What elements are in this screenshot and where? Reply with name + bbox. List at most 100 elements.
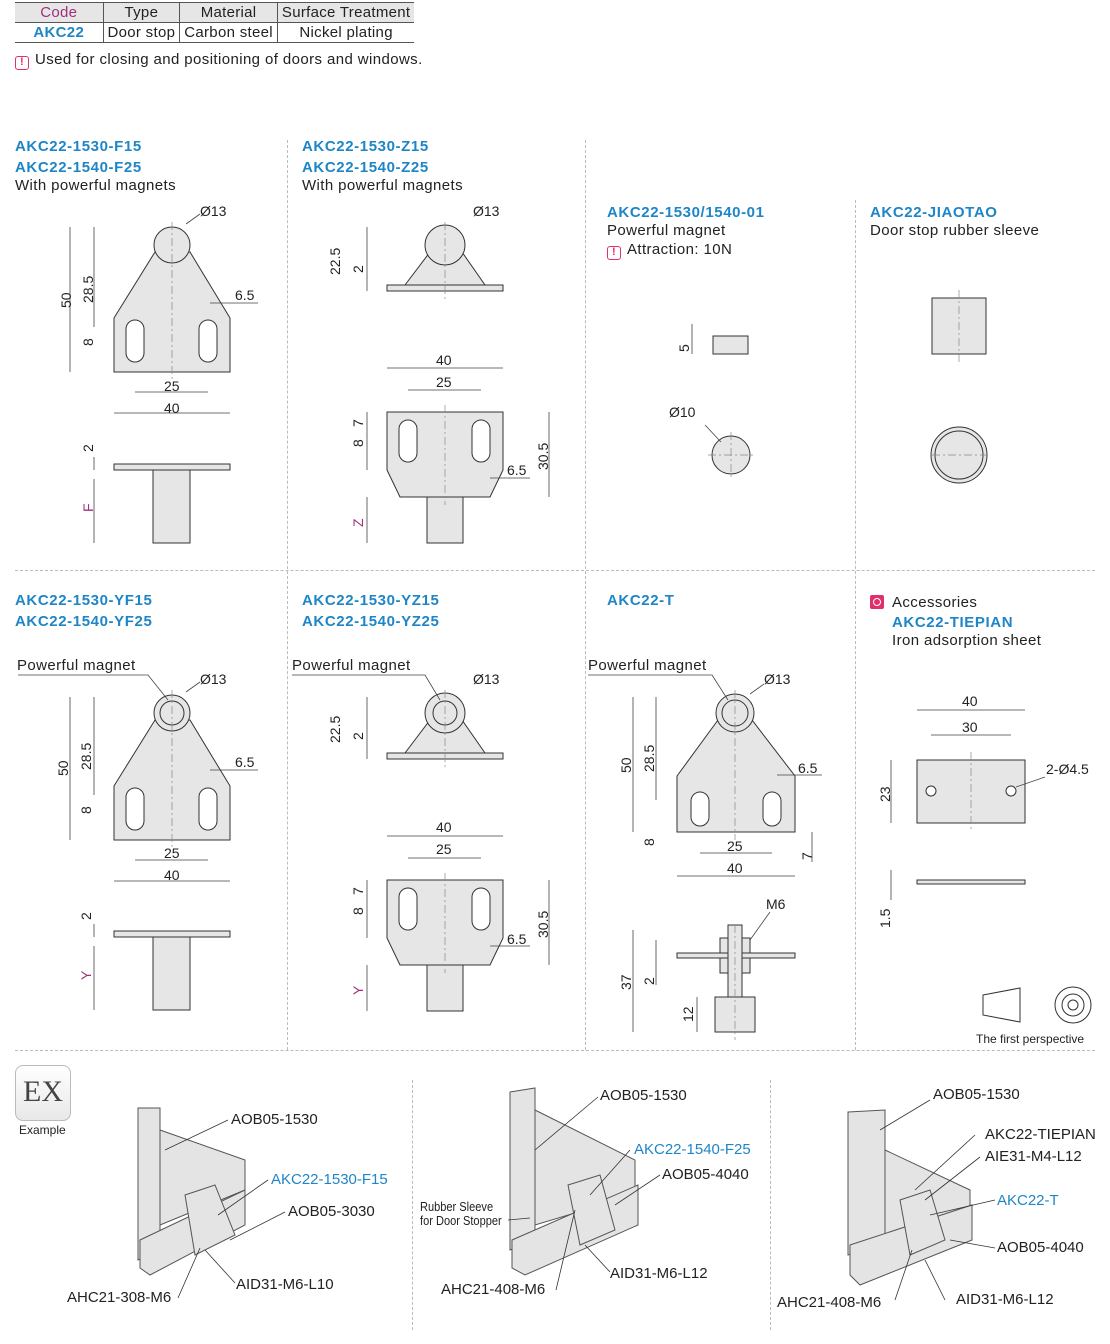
callout-label: AOB05-4040 <box>662 1166 749 1183</box>
cell-material: Carbon steel <box>179 22 278 43</box>
dim-label: Y <box>78 970 94 980</box>
part-code: AKC22-1530/1540-01 <box>607 204 765 221</box>
callout-label: AOB05-1530 <box>933 1086 1020 1103</box>
divider <box>855 200 856 1050</box>
dim-label: 8 <box>80 338 96 346</box>
dim-label: 8 <box>78 806 94 814</box>
dim-label: Ø13 <box>764 671 791 687</box>
dim-label: 30.5 <box>535 910 551 938</box>
part-desc: Iron adsorption sheet <box>892 632 1042 649</box>
divider <box>15 1050 1095 1051</box>
callout-label: AKC22-T <box>997 1192 1059 1209</box>
divider <box>770 1080 771 1330</box>
divider <box>287 140 288 1050</box>
attraction-text: Attraction: 10N <box>627 241 733 258</box>
dim-label: 50 <box>55 760 71 776</box>
part-code: AKC22-1540-YZ25 <box>302 613 440 630</box>
header-code: Code <box>15 2 104 23</box>
magnet-callout: Powerful magnet <box>292 657 411 674</box>
dim-label: 30 <box>962 719 978 735</box>
callout-label: AKC22-TIEPIAN <box>985 1126 1096 1143</box>
callout-label: AOB05-1530 <box>600 1087 687 1104</box>
accessories-heading: Accessories <box>870 594 977 611</box>
cell-code: AKC22 <box>15 22 104 43</box>
dim-label: Y <box>350 985 366 995</box>
dim-label: 25 <box>164 845 180 861</box>
dim-label: Ø13 <box>473 203 500 219</box>
callout-label: Rubber Sleeve <box>420 1199 494 1214</box>
dim-label: Z <box>350 518 366 527</box>
part-code: AKC22-JIAOTAO <box>870 204 998 221</box>
dim-label: 28.5 <box>80 275 96 303</box>
dim-label: 6.5 <box>235 287 255 303</box>
dim-label: 40 <box>164 867 180 883</box>
divider <box>15 570 1095 571</box>
dim-label: 6.5 <box>235 754 255 770</box>
dim-label: Ø10 <box>669 404 696 420</box>
dim-label: 22.5 <box>327 715 343 743</box>
dim-label: 2 <box>350 265 366 273</box>
dim-label: 25 <box>164 378 180 394</box>
callout-label: AHC21-408-M6 <box>777 1294 882 1311</box>
alert-icon: ! <box>607 246 621 260</box>
callout-label: AHC21-308-M6 <box>67 1289 172 1306</box>
part-code: AKC22-1540-Z25 <box>302 159 429 176</box>
dim-label: 7 <box>799 852 815 860</box>
callout-label: AKC22-1530-F15 <box>271 1171 388 1188</box>
header-surface: Surface Treatment <box>276 2 415 23</box>
cell-type: Door stop <box>102 22 181 43</box>
part-code: AKC22-TIEPIAN <box>892 614 1014 631</box>
dim-label: 7 <box>350 887 366 895</box>
part-code: AKC22-1530-Z15 <box>302 138 429 155</box>
dim-label: 2 <box>350 732 366 740</box>
dim-label: 40 <box>962 693 978 709</box>
dim-label: 25 <box>436 841 452 857</box>
dim-label: 7 <box>350 419 366 427</box>
dim-label: 2 <box>80 444 96 452</box>
callout-label: AOB05-3030 <box>288 1203 375 1220</box>
magnet-callout: Powerful magnet <box>588 657 707 674</box>
accessories-title: Accessories <box>892 594 978 611</box>
dim-label: 40 <box>436 819 452 835</box>
attraction-note: ! Attraction: 10N <box>607 241 732 260</box>
dim-label: 8 <box>350 439 366 447</box>
callout-label: AID31-M6-L12 <box>956 1291 1054 1308</box>
callout-label: AIE31-M4-L12 <box>985 1148 1082 1165</box>
usage-note-text: Used for closing and positioning of door… <box>35 51 423 68</box>
part-code: AKC22-1530-YZ15 <box>302 592 440 609</box>
dim-label: 23 <box>877 786 893 802</box>
callout-label: AOB05-1530 <box>231 1111 318 1128</box>
dim-label: 2 <box>78 912 94 920</box>
callout-label: AID31-M6-L10 <box>236 1276 334 1293</box>
usage-note: ! Used for closing and positioning of doo… <box>15 51 423 70</box>
dim-label: 50 <box>58 292 74 308</box>
dim-label: 2-Ø4.5 <box>1046 761 1089 777</box>
dim-label: Ø13 <box>200 203 227 219</box>
dim-label: 25 <box>436 374 452 390</box>
dim-label: 40 <box>436 352 452 368</box>
part-code: AKC22-1530-F15 <box>15 138 142 155</box>
part-desc: With powerful magnets <box>302 177 463 194</box>
part-code: AKC22-1530-YF15 <box>15 592 153 609</box>
dim-label: 28.5 <box>641 744 657 772</box>
part-desc: Door stop rubber sleeve <box>870 222 1040 239</box>
dim-label: 6.5 <box>507 931 527 947</box>
dim-label: 8 <box>641 838 657 846</box>
dim-label: 6.5 <box>798 760 818 776</box>
callout-label: AID31-M6-L12 <box>610 1265 708 1282</box>
example-label: Example <box>19 1123 66 1137</box>
dim-label: 50 <box>618 757 634 773</box>
dim-label: 6.5 <box>507 462 527 478</box>
dim-label: F <box>80 503 96 512</box>
dim-label: 2 <box>641 977 657 985</box>
dim-label: 30.5 <box>535 442 551 470</box>
part-desc: With powerful magnets <box>15 177 176 194</box>
dim-label: 28.5 <box>78 742 94 770</box>
dim-label: 8 <box>350 907 366 915</box>
perspective-label: The first perspective <box>976 1032 1085 1046</box>
alert-icon: ! <box>15 56 29 70</box>
dim-label: Ø13 <box>473 671 500 687</box>
part-code: AKC22-1540-F25 <box>15 159 142 176</box>
